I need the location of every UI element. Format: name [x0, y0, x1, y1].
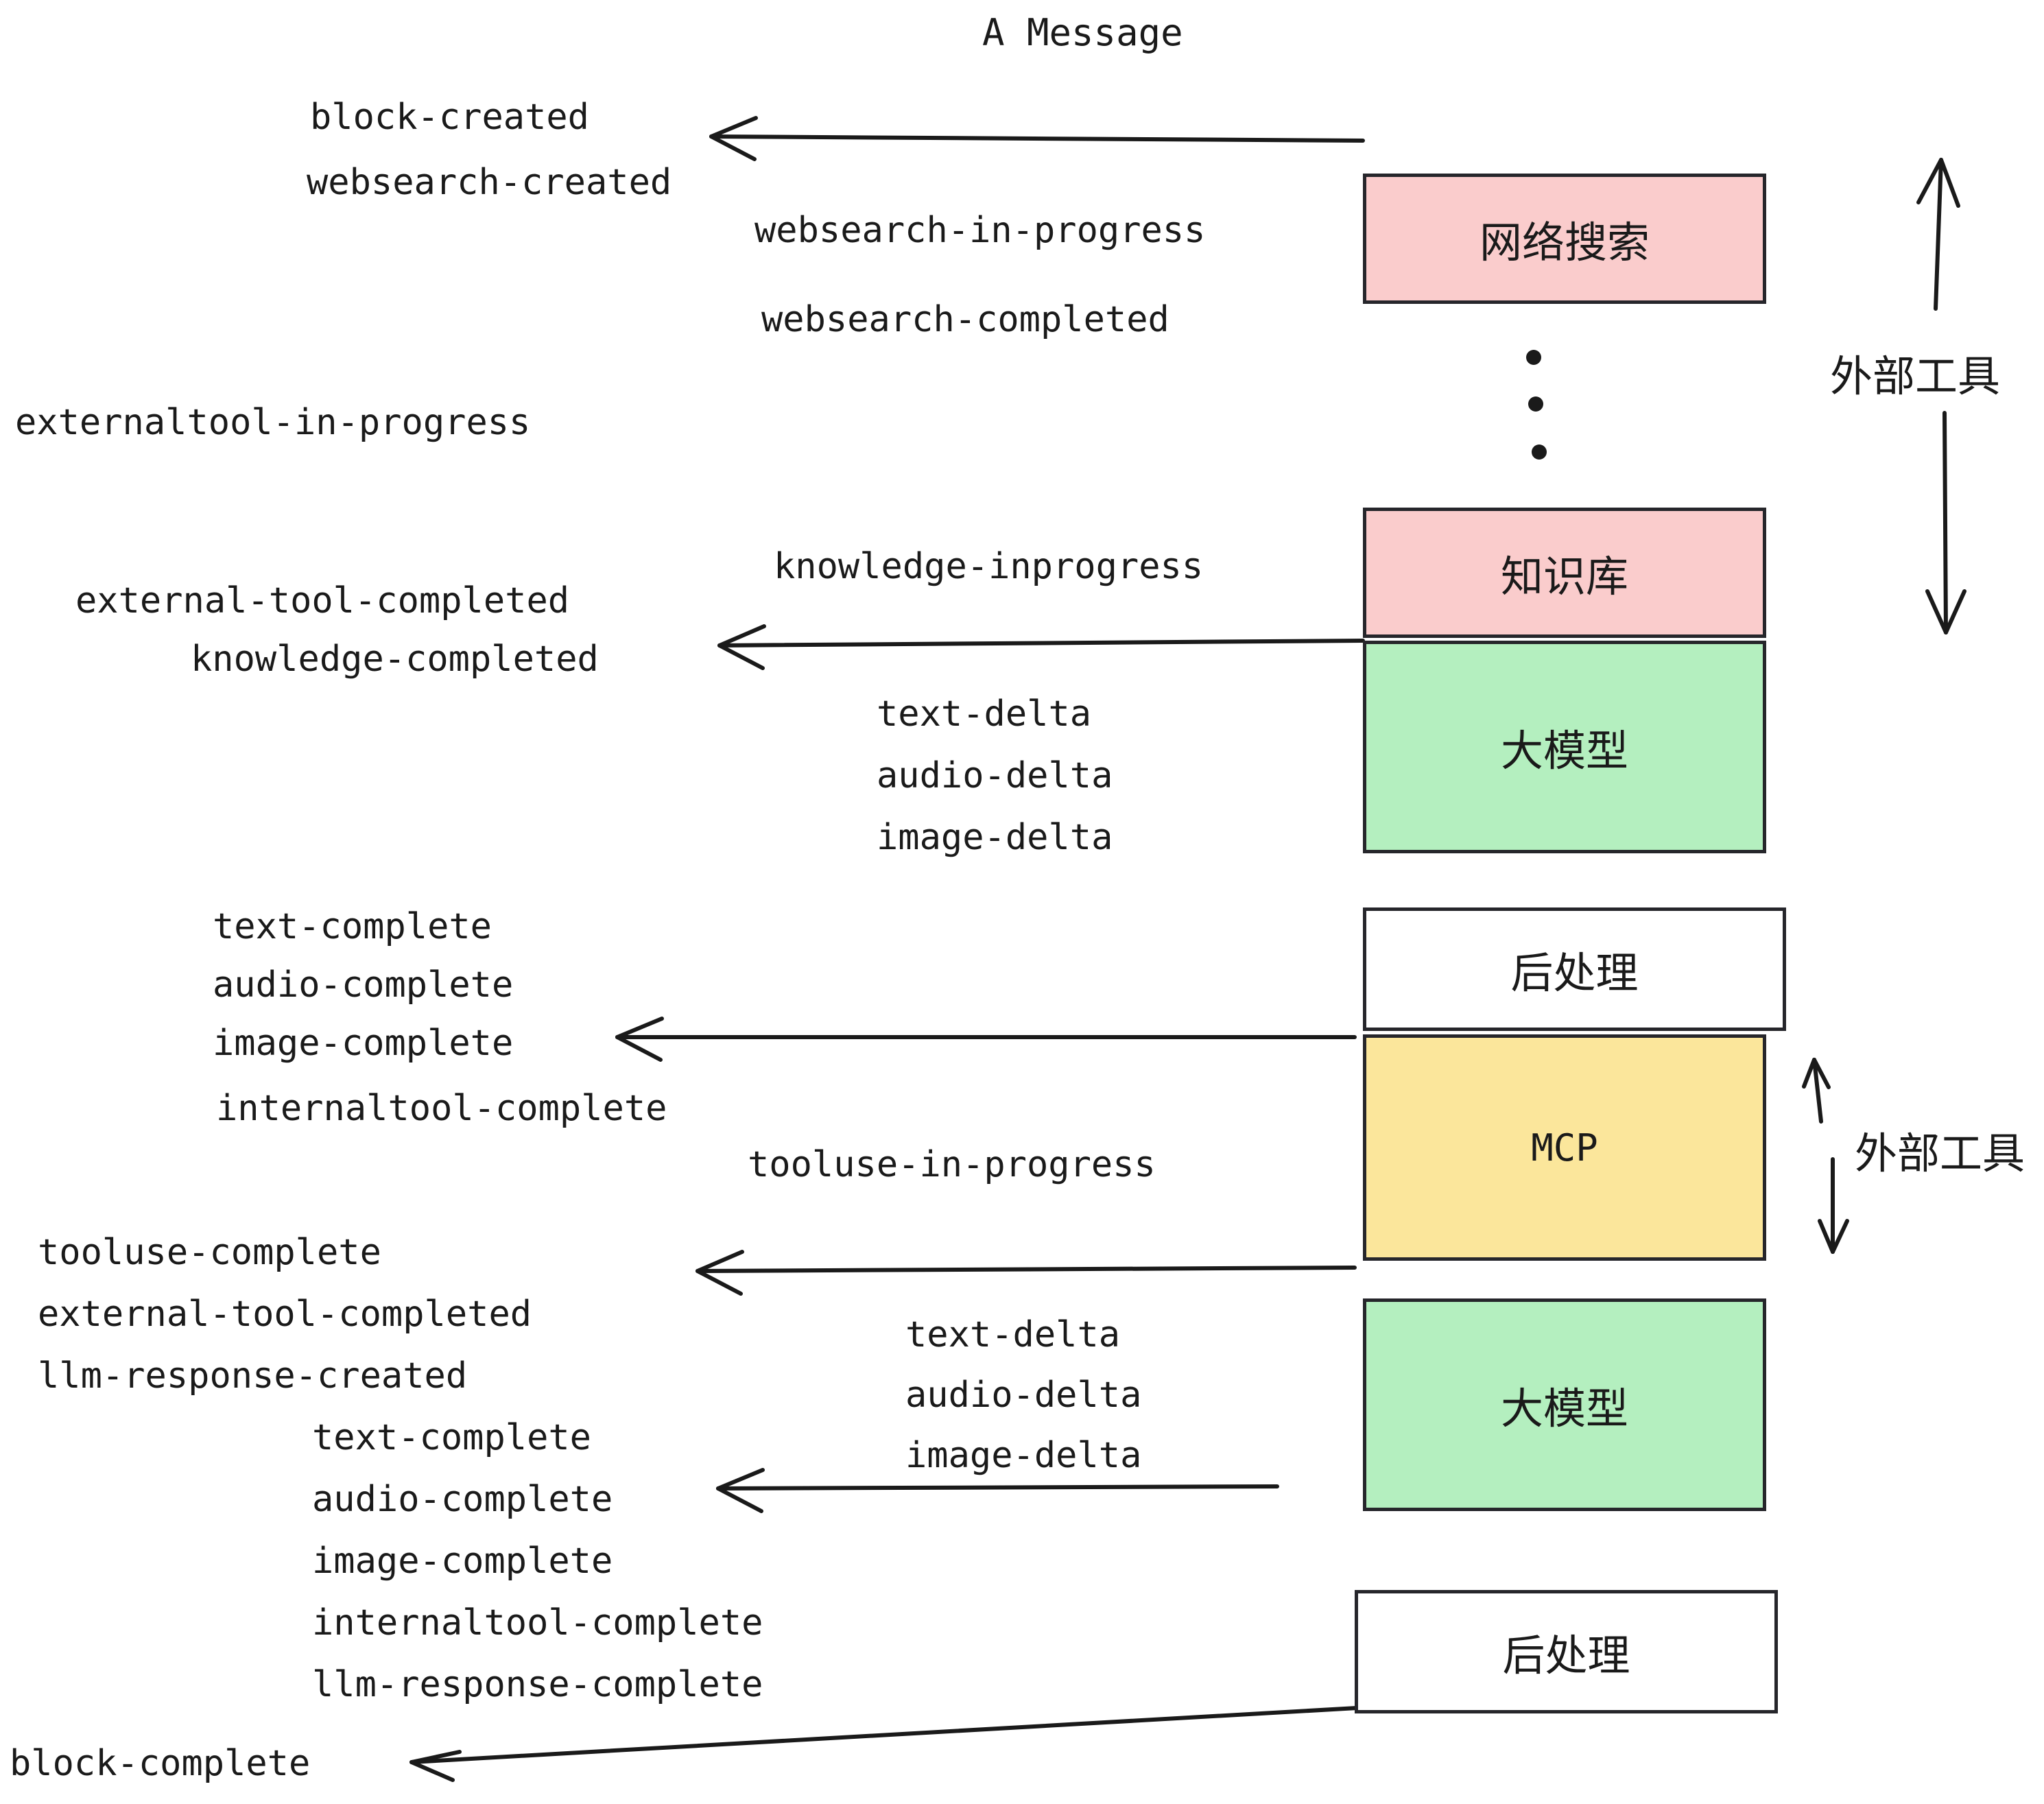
event-audio-complete-1: audio-complete — [213, 964, 514, 1006]
event-internaltool-complete-1: internaltool-complete — [216, 1088, 667, 1129]
event-external-tool-completed-2: external-tool-completed — [38, 1294, 532, 1335]
event-text-complete-2: text-complete — [312, 1417, 591, 1458]
event-internaltool-complete-2: internaltool-complete — [312, 1602, 763, 1643]
arrow-audio-complete — [716, 1468, 1279, 1513]
node-post-process-lower[interactable]: 后处理 — [1355, 1590, 1778, 1713]
event-audio-complete-2: audio-complete — [312, 1479, 613, 1520]
event-image-delta-2: image-delta — [905, 1435, 1142, 1476]
node-label: 大模型 — [1500, 726, 1628, 776]
node-label: 大模型 — [1500, 1384, 1628, 1434]
page-title: A Message — [982, 11, 1183, 54]
node-label: 知识库 — [1500, 551, 1628, 602]
event-knowledge-inprogress: knowledge-inprogress — [774, 546, 1204, 587]
arrow-tooluse-complete — [696, 1250, 1357, 1296]
event-text-complete-1: text-complete — [213, 906, 492, 947]
side-label-external-tool-upper: 外部工具 — [1830, 351, 2001, 401]
node-label: 网络搜索 — [1479, 217, 1650, 268]
event-tooluse-in-progress: tooluse-in-progress — [748, 1144, 1156, 1185]
node-post-process-upper[interactable]: 后处理 — [1363, 907, 1786, 1031]
event-externaltool-in-progress: externaltool-in-progress — [15, 402, 531, 443]
arrow-block-complete — [409, 1706, 1359, 1782]
event-tooluse-complete: tooluse-complete — [38, 1232, 381, 1273]
event-external-tool-completed-1: external-tool-completed — [75, 580, 570, 621]
event-text-delta-2: text-delta — [905, 1314, 1121, 1355]
event-llm-response-complete: llm-response-complete — [312, 1664, 763, 1705]
ellipsis-dot-1 — [1526, 350, 1541, 365]
event-block-complete: block-complete — [10, 1743, 311, 1784]
event-image-complete-1: image-complete — [213, 1023, 514, 1064]
node-mcp[interactable]: MCP — [1363, 1034, 1766, 1261]
node-llm-upper[interactable]: 大模型 — [1363, 641, 1766, 853]
event-image-delta-1: image-delta — [877, 817, 1113, 858]
event-text-delta-1: text-delta — [877, 693, 1092, 735]
event-audio-delta-2: audio-delta — [905, 1375, 1142, 1416]
ellipsis-dot-2 — [1528, 396, 1543, 412]
node-label: MCP — [1531, 1126, 1598, 1170]
external-tool-range-lower — [1802, 1058, 1849, 1254]
event-llm-response-created: llm-response-created — [38, 1355, 468, 1397]
node-web-search[interactable]: 网络搜索 — [1363, 174, 1766, 304]
event-websearch-in-progress: websearch-in-progress — [754, 210, 1206, 251]
event-block-created: block-created — [310, 97, 589, 138]
node-llm-lower[interactable]: 大模型 — [1363, 1298, 1766, 1511]
node-knowledge-base[interactable]: 知识库 — [1363, 508, 1766, 638]
arrow-image-complete — [615, 1017, 1357, 1062]
arrow-block-created — [709, 116, 1365, 161]
node-label: 后处理 — [1510, 948, 1639, 998]
side-label-external-tool-lower: 外部工具 — [1855, 1128, 2025, 1178]
node-label: 后处理 — [1502, 1630, 1630, 1681]
event-audio-delta-1: audio-delta — [877, 755, 1113, 796]
arrow-knowledge-completed — [717, 624, 1365, 670]
event-websearch-created: websearch-created — [307, 162, 672, 203]
ellipsis-dot-3 — [1532, 444, 1547, 460]
event-websearch-completed: websearch-completed — [761, 299, 1169, 340]
event-knowledge-completed: knowledge-completed — [191, 639, 599, 680]
event-image-complete-2: image-complete — [312, 1541, 613, 1582]
